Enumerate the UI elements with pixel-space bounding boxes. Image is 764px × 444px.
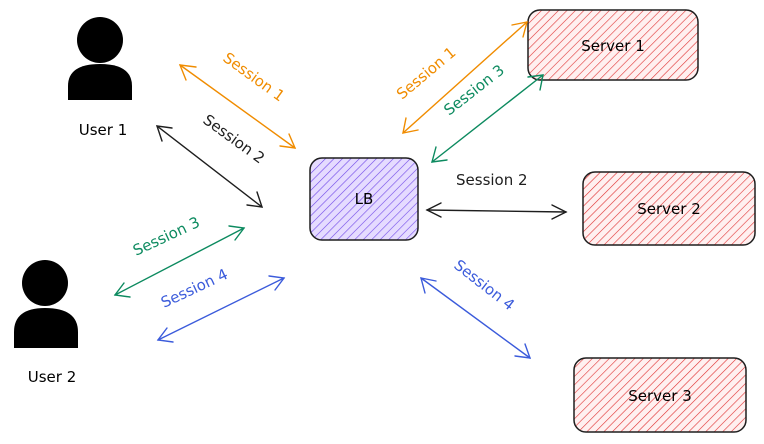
session-4-label-right: Session 4 [451, 256, 518, 314]
arrow-session-3-user2-lb [113, 225, 246, 298]
arrow-session-1-lb-server1 [402, 21, 528, 134]
arrow-session-3-lb-server1 [431, 74, 544, 163]
user-2: User 2 [14, 260, 78, 386]
user-1-head-icon [77, 17, 123, 63]
server-2-label: Server 2 [637, 200, 701, 218]
server-1-label: Server 1 [581, 37, 645, 55]
session-2-label-left: Session 2 [200, 111, 268, 168]
server-2: Server 2 [582, 171, 756, 246]
session-1-label-left: Session 1 [220, 49, 288, 106]
server-3: Server 3 [573, 357, 747, 433]
load-balancer: LB [309, 157, 419, 241]
server-3-label: Server 3 [628, 387, 692, 405]
arrow-session-4-user2-lb [156, 275, 286, 343]
arrow-session-4-lb-server3 [420, 277, 532, 359]
load-balancer-label: LB [355, 190, 374, 208]
session-2-label-right: Session 2 [456, 171, 528, 189]
user-2-label: User 2 [28, 368, 77, 386]
user-2-head-icon [22, 260, 68, 306]
user-1-label: User 1 [79, 121, 128, 139]
user-1: User 1 [68, 17, 132, 139]
arrow-session-2-user1-lb [155, 125, 264, 208]
session-3-label-left: Session 3 [130, 213, 202, 260]
user-2-body-icon [14, 308, 78, 348]
user-1-body-icon [68, 64, 132, 100]
server-1: Server 1 [527, 9, 699, 81]
arrow-session-1-user1-lb [178, 64, 297, 149]
arrow-session-2-lb-server2 [425, 202, 568, 220]
session-1-label-right: Session 1 [393, 43, 459, 103]
session-4-label-left: Session 4 [158, 265, 230, 312]
